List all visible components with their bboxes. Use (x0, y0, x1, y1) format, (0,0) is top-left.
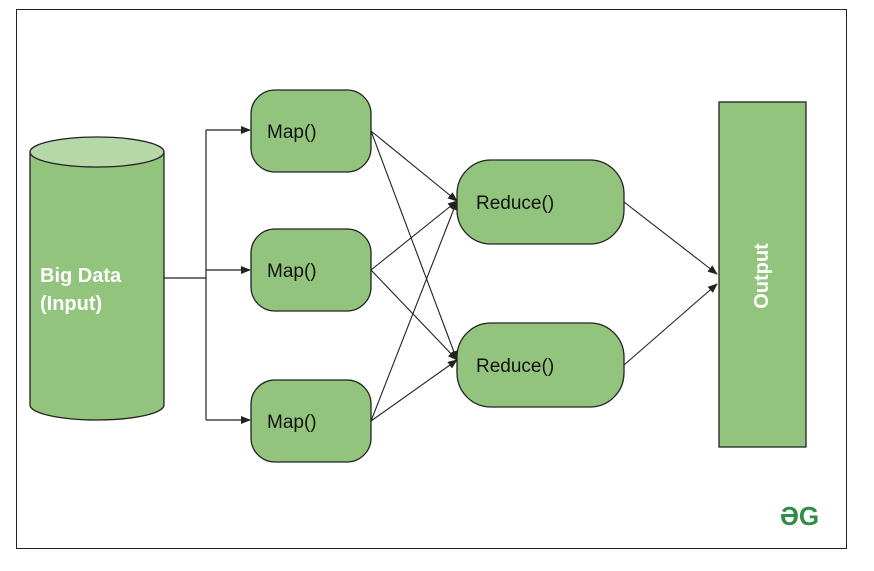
arrow-map1-reduce2 (370, 130, 458, 361)
arrow-map2-reduce2 (370, 269, 458, 361)
input-connectors (164, 126, 251, 424)
arrow-map2-reduce1 (370, 200, 458, 271)
arrow-map3-reduce1 (370, 200, 458, 422)
map-reduce-connectors (370, 130, 458, 422)
output-box-shape (718, 101, 807, 448)
reduce-label: Reduce() (476, 193, 554, 214)
reduce-label: Reduce() (476, 356, 554, 377)
arrow-reduce1-output (623, 201, 718, 275)
reduce-output-connectors (623, 201, 718, 366)
map-label: Map() (267, 122, 317, 143)
cylinder-top (29, 136, 165, 168)
input-label-line1: Big Data (40, 265, 122, 287)
input-cylinder: Big Data (Input) (29, 136, 165, 421)
input-label-line2: (Input) (40, 293, 102, 315)
map-node-3: Map() (250, 379, 372, 463)
arrow-map3-reduce2 (370, 359, 458, 422)
reduce-node-1: Reduce() (456, 159, 625, 245)
map-node-1: Map() (250, 89, 372, 173)
output-box: Output (718, 101, 807, 448)
arrow-map1-reduce1 (370, 130, 458, 202)
arrow-reduce2-output (623, 283, 718, 366)
map-label: Map() (267, 261, 317, 282)
output-label: Output (751, 243, 773, 309)
map-node-2: Map() (250, 228, 372, 312)
cylinder-body (29, 152, 165, 421)
map-label: Map() (267, 412, 317, 433)
gfg-logo-icon: ƏG (780, 501, 819, 531)
reduce-node-2: Reduce() (456, 322, 625, 408)
